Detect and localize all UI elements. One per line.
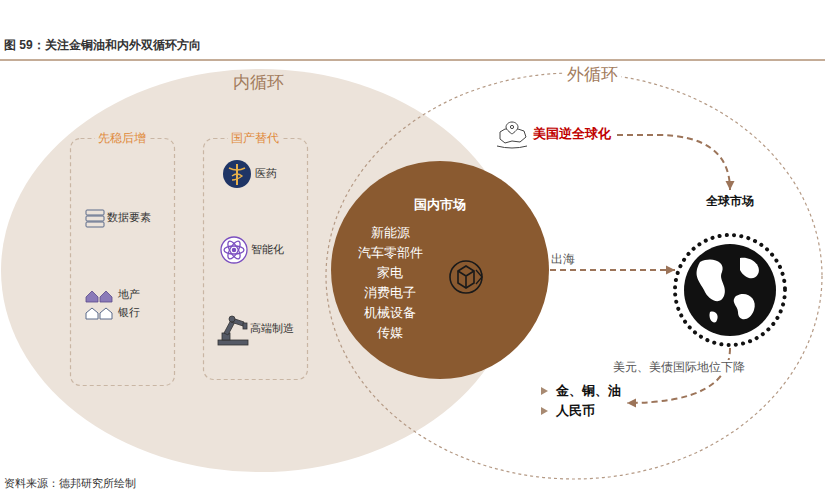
medicine-icon [223, 160, 251, 188]
node-heading: 内循环 [233, 72, 284, 93]
dashed-arrow [550, 266, 675, 275]
domestic-market-circle: 国内市场新能源汽车零部件家电消费电子机械设备传媒 [330, 160, 550, 380]
property-icon [86, 291, 112, 302]
dashed-arrow [627, 348, 730, 408]
connector-line [627, 348, 730, 403]
node-item: 高端制造 [250, 322, 294, 336]
connector-line [617, 135, 730, 190]
dashed-arrow [617, 135, 735, 190]
robot-arm-icon [218, 316, 248, 345]
node-item: 传媒 [377, 326, 403, 342]
shape-outline [331, 161, 549, 379]
node-item: 医药 [255, 167, 277, 181]
node-item: 汽车零部件 [358, 246, 423, 262]
node-item: 新能源 [371, 226, 410, 242]
data-icon [86, 210, 104, 227]
node-heading: 先稳后增 [95, 131, 149, 146]
edge-label: 美元、美债国际地位下降 [613, 360, 745, 375]
source-caption: 资料来源：德邦研究所绘制 [4, 477, 136, 491]
node-item: 家电 [377, 266, 403, 282]
shape-outline [326, 73, 822, 479]
node-heading: 外循环 [563, 64, 622, 85]
bank-icon [86, 308, 112, 319]
node-item: 数据要素 [107, 211, 151, 225]
node-item: 地产 [118, 288, 140, 302]
shape-outline [71, 139, 175, 386]
ellipse-outline [330, 160, 550, 380]
node-heading: 国产替代 [228, 131, 282, 146]
node-heading: 金、铜、油 [556, 383, 621, 399]
node-item: 消费电子 [364, 286, 416, 302]
node-item: 机械设备 [364, 306, 416, 322]
rounded-box-outline [70, 138, 175, 386]
node-heading: 美国逆全球化 [533, 126, 611, 142]
title-rule [0, 60, 825, 61]
asset-list-node: 金、铜、油人民币 [536, 381, 627, 425]
globe-figure [675, 235, 785, 345]
node-heading: 全球市场 [706, 194, 754, 209]
us-map-icon [497, 122, 527, 148]
edge-label: 出海 [551, 252, 575, 267]
node-item: 人民币 [556, 403, 595, 419]
atom-icon [221, 237, 247, 263]
shape-outline [204, 139, 308, 380]
node-heading: 国内市场 [414, 197, 466, 213]
list-marker [541, 387, 548, 415]
arrow-head [627, 399, 636, 408]
node-item: 智能化 [251, 243, 284, 257]
cube-icon [450, 261, 482, 293]
figure-title: 图 59：关注金铜油和内外双循环方向 [4, 38, 201, 53]
arrow-head [726, 181, 735, 190]
arrow-head [666, 266, 675, 275]
group-box: 先稳后增数据要素地产银行 [70, 138, 175, 386]
connector-line [550, 269, 675, 271]
node-item: 银行 [118, 306, 140, 320]
